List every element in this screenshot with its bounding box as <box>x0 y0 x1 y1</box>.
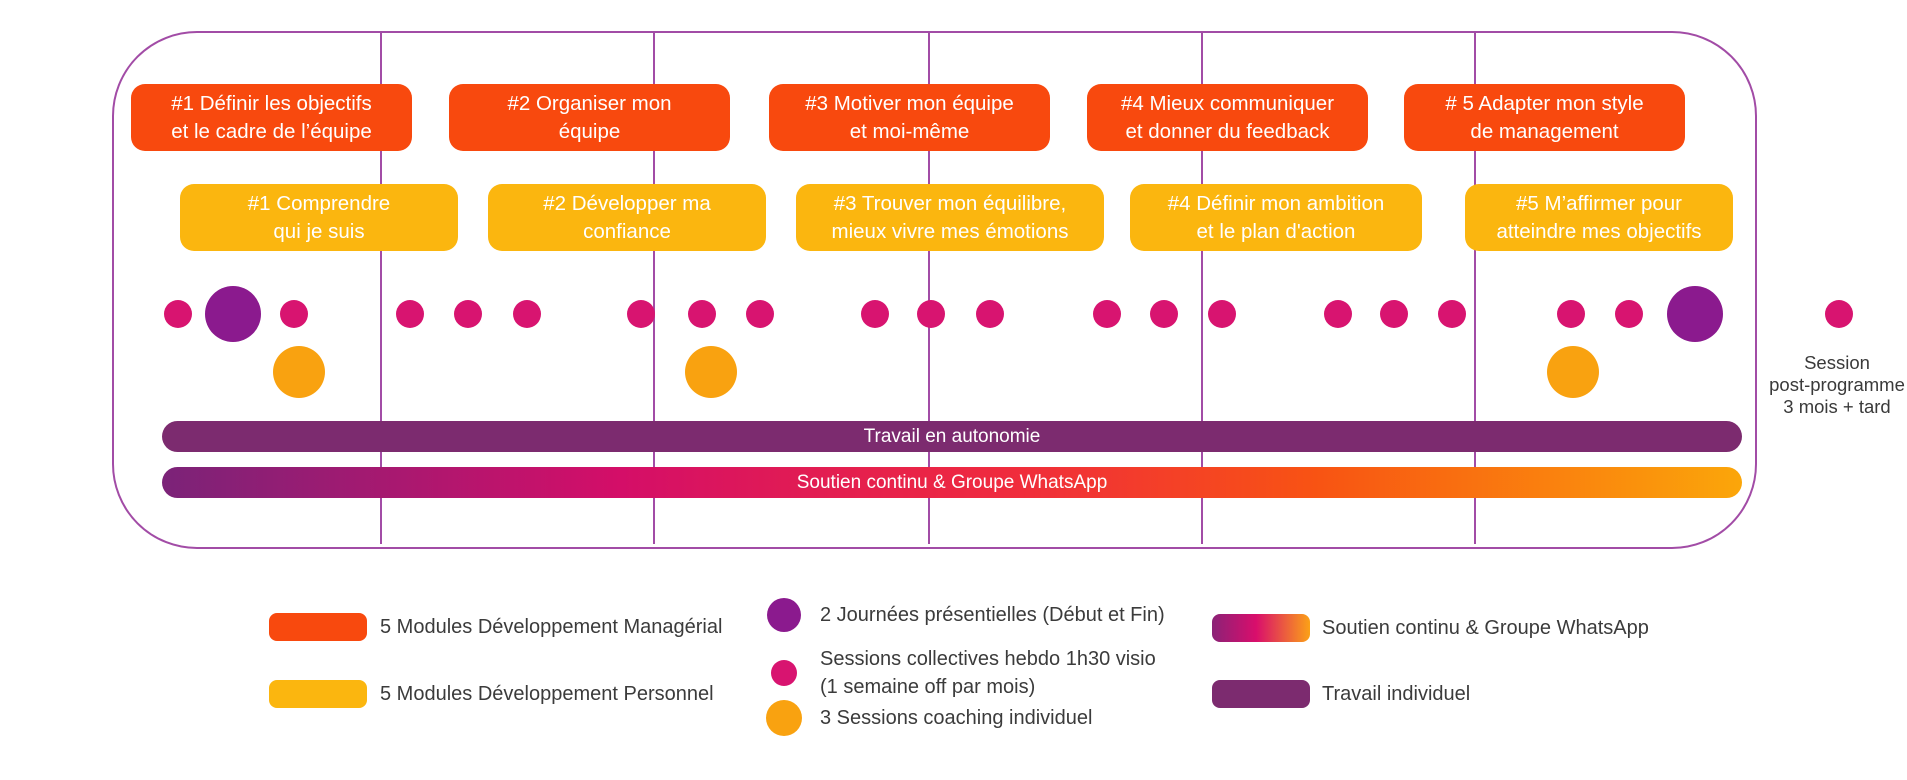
module-label-line: de management <box>1470 119 1619 143</box>
collective-session-dot <box>976 300 1004 328</box>
module-label-line: mieux vivre mes émotions <box>831 219 1069 243</box>
module-label-line: atteindre mes objectifs <box>1496 219 1702 243</box>
legend-label: Soutien continu & Groupe WhatsApp <box>1322 617 1649 639</box>
support-whatsapp-bar: Soutien continu & Groupe WhatsApp <box>162 467 1742 498</box>
coaching-session-dot <box>273 346 325 398</box>
collective-session-dot <box>454 300 482 328</box>
managerial-module-box: # 5 Adapter mon style de management <box>1404 84 1685 151</box>
collective-session-dot <box>396 300 424 328</box>
legend-item-coaching: 3 Sessions coaching individuel <box>765 700 1092 736</box>
collective-session-dot <box>746 300 774 328</box>
managerial-module-box: #3 Motiver mon équipe et moi-même <box>769 84 1050 151</box>
post-program-line: post-programme <box>1769 374 1905 395</box>
presential-day-dot <box>205 286 261 342</box>
legend-label: Sessions collectives hebdo 1h30 visio (1… <box>820 648 1156 698</box>
collective-session-dot <box>513 300 541 328</box>
support-gradient-swatch <box>1212 614 1310 642</box>
legend-item-personal: 5 Modules Développement Personnel <box>269 680 714 708</box>
managerial-module-box: #2 Organiser mon équipe <box>449 84 730 151</box>
collective-session-dot <box>164 300 192 328</box>
module-label-line: et donner du feedback <box>1125 119 1330 143</box>
column-divider-line <box>1201 33 1203 544</box>
module-label-line: #2 Développer ma <box>543 191 711 215</box>
post-program-line: 3 mois + tard <box>1783 396 1891 417</box>
autonomy-bar-label: Travail en autonomie <box>863 425 1041 447</box>
legend-item-support: Soutien continu & Groupe WhatsApp <box>1212 614 1649 642</box>
managerial-module-box: #4 Mieux communiquer et donner du feedbac… <box>1087 84 1368 151</box>
column-divider-line <box>380 33 382 544</box>
column-divider-line <box>928 33 930 544</box>
module-label-line: et moi-même <box>849 119 970 143</box>
module-label-line: #3 Trouver mon équilibre, <box>833 191 1067 215</box>
collective-session-dot <box>688 300 716 328</box>
collective-session-dot <box>1380 300 1408 328</box>
presential-day-icon <box>767 598 801 632</box>
collective-session-dot <box>1208 300 1236 328</box>
personal-module-box: #5 M’affirmer pour atteindre mes objectif… <box>1465 184 1733 251</box>
module-label-line: #1 Définir les objectifs <box>171 91 372 115</box>
presential-day-dot <box>1667 286 1723 342</box>
module-label-line: #3 Motiver mon équipe <box>805 91 1014 115</box>
legend-label: Travail individuel <box>1322 683 1471 705</box>
module-label-line: et le plan d'action <box>1196 219 1356 243</box>
personal-swatch <box>269 680 367 708</box>
legend-item-managerial: 5 Modules Développement Managérial <box>269 613 722 641</box>
module-label-line: et le cadre de l’équipe <box>171 119 372 143</box>
module-label-line: qui je suis <box>273 219 365 243</box>
post-program-note: Session post-programme 3 mois + tard <box>1764 352 1907 418</box>
collective-session-dot <box>917 300 945 328</box>
collective-session-dot <box>1615 300 1643 328</box>
coaching-session-dot <box>1547 346 1599 398</box>
module-label-line: #2 Organiser mon <box>507 91 672 115</box>
module-label-line: # 5 Adapter mon style <box>1445 91 1644 115</box>
individual-work-swatch <box>1212 680 1310 708</box>
personal-module-box: #3 Trouver mon équilibre, mieux vivre mes… <box>796 184 1104 251</box>
collective-session-dot <box>1438 300 1466 328</box>
legend-label: 3 Sessions coaching individuel <box>820 707 1093 729</box>
column-divider-line <box>653 33 655 544</box>
module-label-line: confiance <box>583 219 671 243</box>
legend-label: 5 Modules Développement Managérial <box>380 616 723 638</box>
personal-module-box: #2 Développer ma confiance <box>488 184 766 251</box>
collective-session-dot <box>1150 300 1178 328</box>
collective-session-dot <box>1093 300 1121 328</box>
coaching-session-dot <box>685 346 737 398</box>
collective-session-dot <box>627 300 655 328</box>
support-bar-label: Soutien continu & Groupe WhatsApp <box>796 471 1108 493</box>
column-divider-line <box>1474 33 1476 544</box>
autonomy-bar: Travail en autonomie <box>162 421 1742 452</box>
module-label-line: #4 Définir mon ambition <box>1167 191 1385 215</box>
module-label-line: équipe <box>558 119 621 143</box>
legend-label: 2 Journées présentielles (Début et Fin) <box>820 604 1165 626</box>
post-program-line: Session <box>1804 352 1870 373</box>
collective-session-dot <box>1557 300 1585 328</box>
collective-session-dot <box>861 300 889 328</box>
post-program-session-dot <box>1825 300 1853 328</box>
module-label-line: #4 Mieux communiquer <box>1120 91 1335 115</box>
personal-module-box: #1 Comprendre qui je suis <box>180 184 458 251</box>
module-label-line: #5 M’affirmer pour <box>1516 191 1682 215</box>
personal-module-box: #4 Définir mon ambition et le plan d'acti… <box>1130 184 1422 251</box>
managerial-module-box: #1 Définir les objectifs et le cadre de l… <box>131 84 412 151</box>
timeline-board-outline <box>112 31 1757 549</box>
legend-item-collective-sessions: Sessions collectives hebdo 1h30 visio (1… <box>765 645 1156 701</box>
legend-item-presential-days: 2 Journées présentielles (Début et Fin) <box>765 598 1165 632</box>
coaching-session-icon <box>766 700 802 736</box>
collective-session-icon <box>771 660 797 686</box>
collective-session-dot <box>1324 300 1352 328</box>
module-label-line: #1 Comprendre <box>247 191 391 215</box>
legend-item-individual-work: Travail individuel <box>1212 680 1470 708</box>
collective-session-dot <box>280 300 308 328</box>
legend-label: 5 Modules Développement Personnel <box>380 683 714 705</box>
managerial-swatch <box>269 613 367 641</box>
